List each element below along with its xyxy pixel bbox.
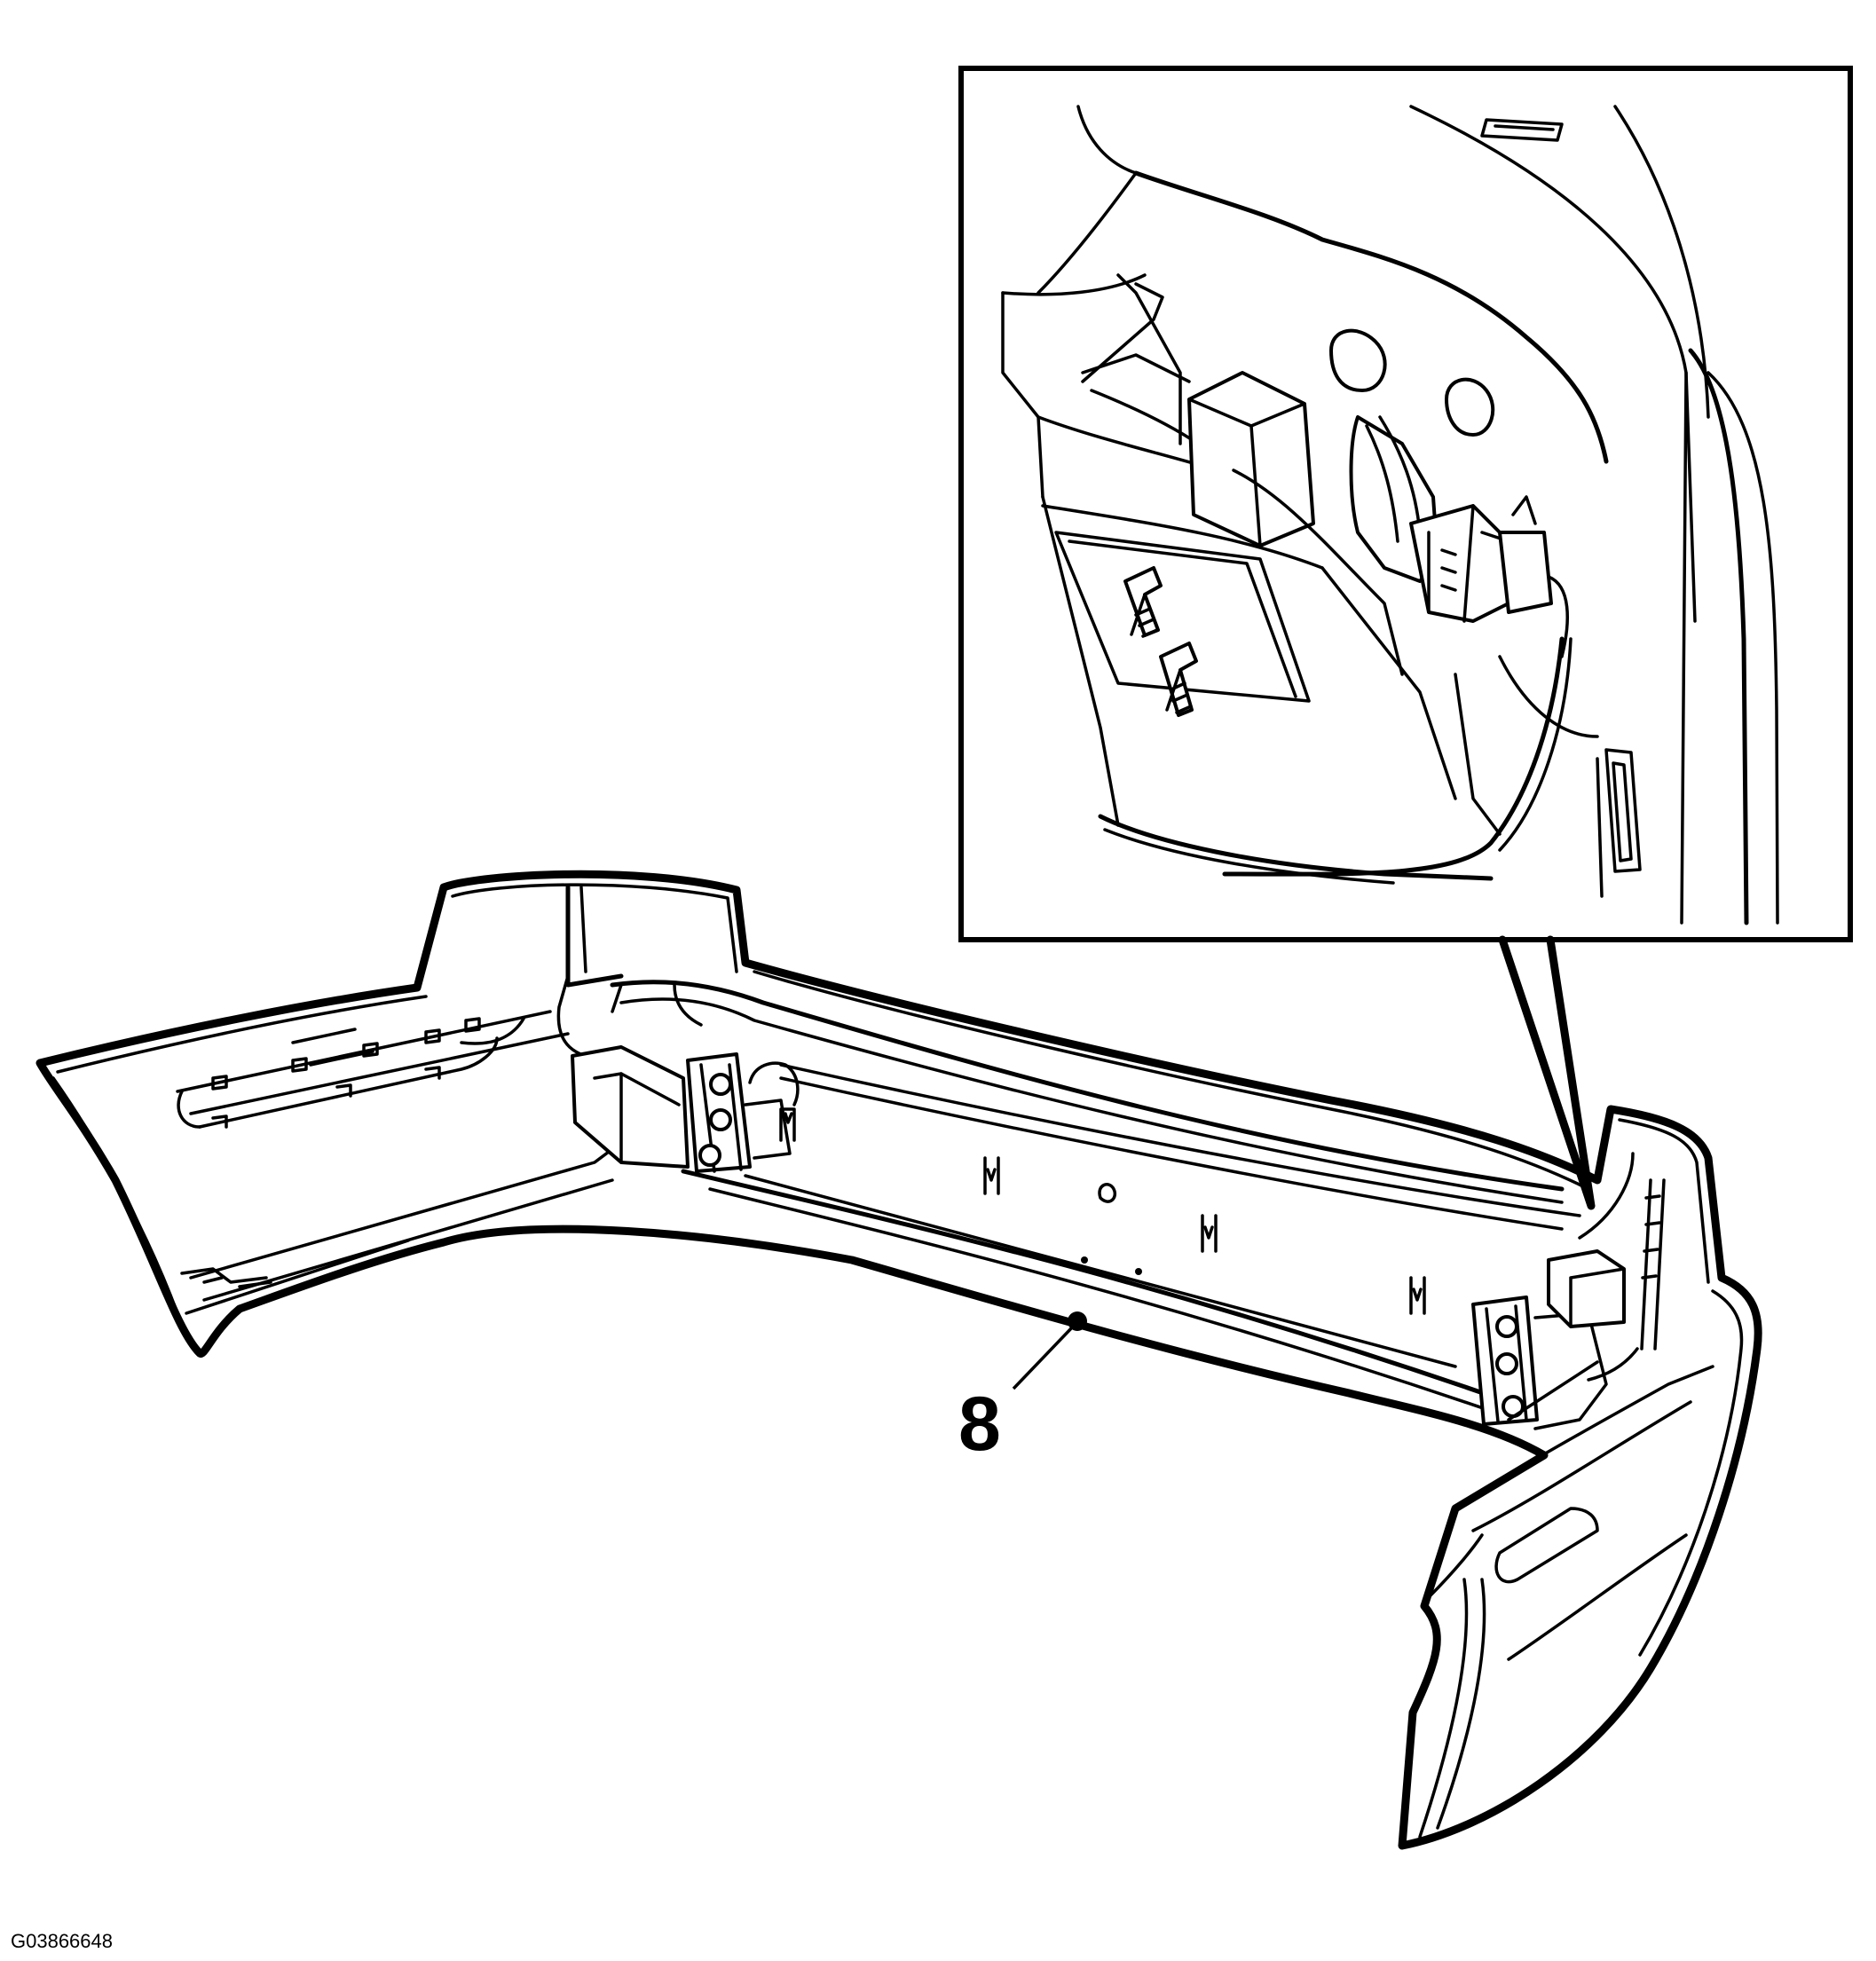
callout-8: 8 [958, 1311, 1087, 1467]
rear-bumper [35, 870, 1762, 1850]
figure-id: G03866648 [11, 1930, 113, 1952]
detail-inset [958, 66, 1853, 942]
inset-pointer [1498, 935, 1596, 1210]
callout-label-8: 8 [958, 1382, 1001, 1467]
leader-line [1012, 1324, 1076, 1390]
